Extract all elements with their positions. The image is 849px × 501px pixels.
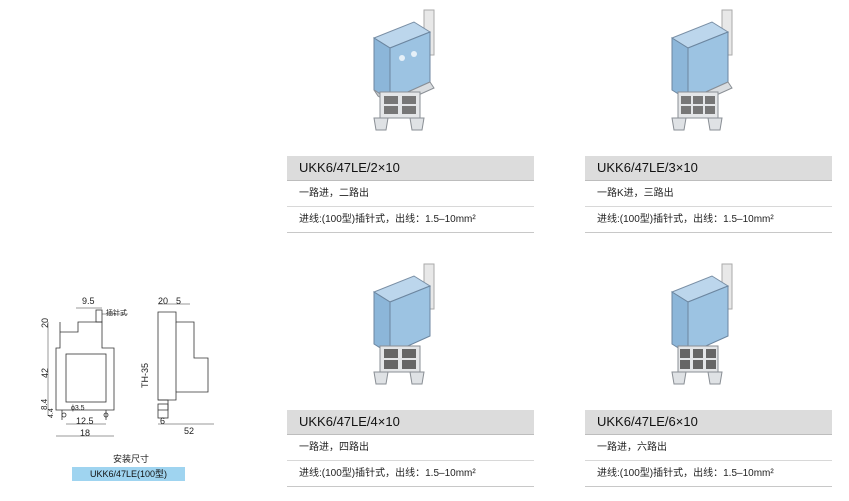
dim-side-depth: 52 xyxy=(184,426,195,436)
product-spec-wiring: 进线:(100型)插针式，出线：1.5–10mm² xyxy=(287,207,534,233)
dim-small-b: 4.4 xyxy=(48,408,55,418)
product-title: UKK6/47LE/4×10 xyxy=(287,410,534,435)
product-spec-routing: 一路进，四路出 xyxy=(287,435,534,461)
dim-side-small: 6 xyxy=(160,416,166,426)
product-title: UKK6/47LE/2×10 xyxy=(287,156,534,181)
model-badge: UKK6/47LE(100型) xyxy=(72,467,185,481)
product-card-6x10: UKK6/47LE/6×10 一路进，六路出 进线:(100型)插针式，出线：1… xyxy=(585,410,832,487)
product-card-2x10: UKK6/47LE/2×10 一路进，二路出 进线:(100型)插针式，出线：1… xyxy=(287,156,534,233)
product-image-3x10 xyxy=(650,8,770,138)
dimension-drawing: 9.5 插针式 20 42 8.4 4.4 ɸ3.5 12.5 18 20 5 … xyxy=(18,292,233,442)
product-spec-wiring: 进线:(100型)插针式，出线：1.5–10mm² xyxy=(585,461,832,487)
product-spec-routing: 一路进，二路出 xyxy=(287,181,534,207)
dim-height-top: 20 xyxy=(40,317,50,328)
product-title: UKK6/47LE/6×10 xyxy=(585,410,832,435)
product-image-6x10 xyxy=(650,262,770,392)
product-spec-routing: 一路K进，三路出 xyxy=(585,181,832,207)
product-spec-routing: 一路进，六路出 xyxy=(585,435,832,461)
product-card-4x10: UKK6/47LE/4×10 一路进，四路出 进线:(100型)插针式，出线：1… xyxy=(287,410,534,487)
rail-label: TH-35 xyxy=(140,362,150,388)
product-image-4x10 xyxy=(352,262,472,392)
product-spec-wiring: 进线:(100型)插针式，出线：1.5–10mm² xyxy=(585,207,832,233)
dim-side-top-b: 5 xyxy=(176,296,182,306)
dim-inner-width: 12.5 xyxy=(76,416,94,426)
product-title: UKK6/47LE/3×10 xyxy=(585,156,832,181)
dim-hole: ɸ3.5 xyxy=(71,405,85,412)
dim-side-top-a: 20 xyxy=(158,296,169,306)
product-image-2x10 xyxy=(352,8,472,138)
dim-height-mid: 42 xyxy=(40,367,50,378)
pin-label: 插针式 xyxy=(106,310,127,317)
drawing-caption: 安装尺寸 xyxy=(112,454,149,464)
dim-top-width: 9.5 xyxy=(82,296,95,306)
product-card-3x10: UKK6/47LE/3×10 一路K进，三路出 进线:(100型)插针式，出线：… xyxy=(585,156,832,233)
product-spec-wiring: 进线:(100型)插针式，出线：1.5–10mm² xyxy=(287,461,534,487)
dim-total-width: 18 xyxy=(80,428,91,438)
